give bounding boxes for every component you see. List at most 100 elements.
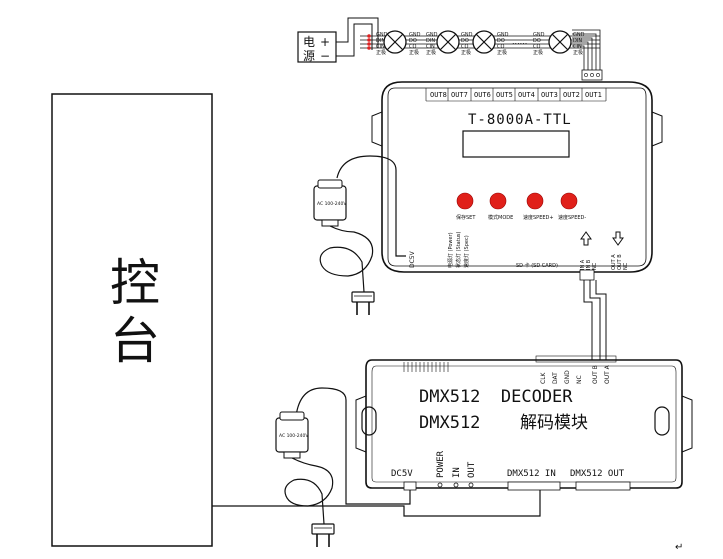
power-minus-sign: − bbox=[320, 49, 330, 63]
return-mark-icon: ↵ bbox=[675, 542, 683, 553]
pixel-chain-ellipsis: ...... bbox=[512, 37, 527, 46]
decoder-out-label: OUT bbox=[467, 461, 477, 478]
decoder-dmx-in-label: DMX512 IN bbox=[507, 469, 556, 479]
power-supply: 电 源 + − bbox=[297, 17, 379, 63]
console-label-2: 台 bbox=[110, 312, 160, 370]
power-supply-char-1: 电 bbox=[303, 35, 315, 49]
pixel-pin-label: 正极 bbox=[376, 49, 386, 56]
pixel-pin-label: CO bbox=[461, 44, 468, 50]
pixel-pin-label: 正极 bbox=[461, 49, 471, 56]
output-port-label: OUT8 bbox=[430, 91, 447, 99]
power-led-icon bbox=[437, 482, 443, 488]
power-supply-char-2: 源 bbox=[303, 49, 315, 63]
set-button-label: 保存SET bbox=[456, 214, 476, 221]
decoder-in-label: IN bbox=[452, 467, 462, 478]
out-led-icon bbox=[468, 482, 474, 488]
output-port-label: OUT1 bbox=[585, 91, 602, 99]
plug-icon bbox=[311, 523, 335, 547]
decoder-pin-label: OUT B bbox=[592, 365, 599, 384]
pixel-pin-label: DO bbox=[497, 38, 505, 44]
decoder-title-line1: DMX512 DECODER bbox=[419, 387, 573, 407]
decoder-pin-label: OUT A bbox=[604, 364, 611, 384]
adapter-rating-label: AC 100-240V bbox=[279, 433, 309, 439]
output-port-label: OUT7 bbox=[451, 91, 468, 99]
port-in-a-label: IN A bbox=[580, 259, 586, 270]
pixel-node bbox=[436, 30, 460, 54]
port-out-nc-label: NC bbox=[623, 262, 629, 270]
signal-cable bbox=[579, 269, 607, 362]
decoder-pin-label: CLK bbox=[540, 371, 547, 384]
power-adapter-decoder: AC 100-240V bbox=[275, 387, 411, 547]
port-in-b-label: IN B bbox=[586, 259, 592, 270]
pixel-pin-label: 正极 bbox=[426, 49, 436, 56]
decoder-pin-label: GND bbox=[564, 370, 571, 384]
power-adapter-controller: AC 100-240V bbox=[313, 155, 406, 315]
pixel-pin-label: DO bbox=[409, 38, 417, 44]
console-panel: 控 台 bbox=[51, 93, 213, 547]
mode-button[interactable] bbox=[489, 192, 507, 210]
pixel-pin-label: DO bbox=[461, 38, 469, 44]
pixel-pin-label: 正极 bbox=[409, 49, 419, 56]
speed-indicator-label: 速度灯 (Spec) bbox=[463, 235, 470, 268]
output-port-label: OUT6 bbox=[474, 91, 491, 99]
pixel-pin-label: DIN bbox=[376, 38, 385, 44]
dmx-in-port[interactable] bbox=[507, 481, 561, 491]
speed-down-label: 速度SPEED- bbox=[558, 214, 586, 221]
pixel-pin-label: CO bbox=[497, 44, 504, 50]
decoder-pin-label: DAT bbox=[552, 372, 559, 384]
speed-up-button[interactable] bbox=[526, 192, 544, 210]
dip-switch-labels bbox=[403, 362, 449, 372]
output-port-label: OUT5 bbox=[496, 91, 513, 99]
speed-down-button[interactable] bbox=[560, 192, 578, 210]
pixel-pin-label: GND bbox=[426, 32, 438, 38]
pixel-node bbox=[548, 30, 572, 54]
arrow-up-icon bbox=[580, 231, 592, 246]
pixel-pin-label: GND bbox=[533, 32, 545, 38]
console-label-1: 控 bbox=[110, 254, 160, 312]
decoder-pin-label: NC bbox=[576, 375, 583, 384]
pixel-pin-label: DO bbox=[533, 38, 541, 44]
pixel-pin-label: CO bbox=[533, 44, 540, 50]
pixel-pin-label: CIN bbox=[426, 44, 435, 50]
power-plus-sign: + bbox=[320, 35, 330, 49]
decoder-dmx-out-label: DMX512 OUT bbox=[570, 469, 625, 479]
dmx-out-port[interactable] bbox=[575, 481, 631, 491]
power-indicator-label: 电源灯 (Power) bbox=[447, 232, 454, 268]
pixel-node bbox=[383, 30, 407, 54]
arrow-down-icon bbox=[612, 231, 624, 246]
pixel-node bbox=[472, 30, 496, 54]
controller-unit: OUT8 OUT7 OUT6 OUT5 OUT4 OUT3 OUT2 OUT1 … bbox=[371, 81, 663, 273]
plug-icon bbox=[351, 291, 375, 315]
output-port-label: OUT4 bbox=[518, 91, 535, 99]
pixel-pin-label: CIN bbox=[376, 44, 385, 50]
in-led-icon bbox=[453, 482, 459, 488]
pixel-pin-label: CO bbox=[409, 44, 416, 50]
decoder-dc-jack[interactable] bbox=[403, 481, 417, 491]
pixel-chain: GND DO CO 正极 GND DIN CIN 正极 GND DIN CIN … bbox=[360, 29, 603, 81]
decoder-title-line2-a: DMX512 bbox=[419, 413, 480, 433]
decoder-dc5v-label: DC5V bbox=[391, 469, 413, 479]
dmx-cable bbox=[212, 490, 541, 517]
pixel-pin-label: GND bbox=[409, 32, 421, 38]
pixel-pin-label: 正极 bbox=[533, 49, 543, 56]
pixel-pin-label: GND bbox=[376, 32, 388, 38]
pixel-pin-label: GND bbox=[461, 32, 473, 38]
controller-output-row: OUT8 OUT7 OUT6 OUT5 OUT4 OUT3 OUT2 OUT1 bbox=[425, 88, 607, 102]
port-out-b-label: OUT B bbox=[617, 254, 623, 270]
decoder-title-line2-b: 解码模块 bbox=[520, 413, 588, 433]
output-port-label: OUT2 bbox=[563, 91, 580, 99]
pixel-pin-label: 正极 bbox=[497, 49, 507, 56]
sd-card-label: SD 卡 (SD CARD) bbox=[516, 262, 558, 269]
pixel-pin-label: DIN bbox=[573, 38, 582, 44]
pixel-pin-label: GND bbox=[497, 32, 509, 38]
set-button[interactable] bbox=[456, 192, 474, 210]
mode-button-label: 模式MODE bbox=[488, 214, 513, 221]
pixel-pin-label: DIN bbox=[426, 38, 435, 44]
controller-dc5v-label: DC5V bbox=[409, 250, 416, 268]
pixel-pin-label: GND bbox=[573, 32, 585, 38]
port-in-nc-label: NC bbox=[592, 262, 598, 270]
adapter-rating-label: AC 100-240V bbox=[317, 201, 347, 207]
speed-up-label: 速度SPEED+ bbox=[523, 214, 554, 221]
pixel-pin-label: CIN bbox=[573, 44, 582, 50]
